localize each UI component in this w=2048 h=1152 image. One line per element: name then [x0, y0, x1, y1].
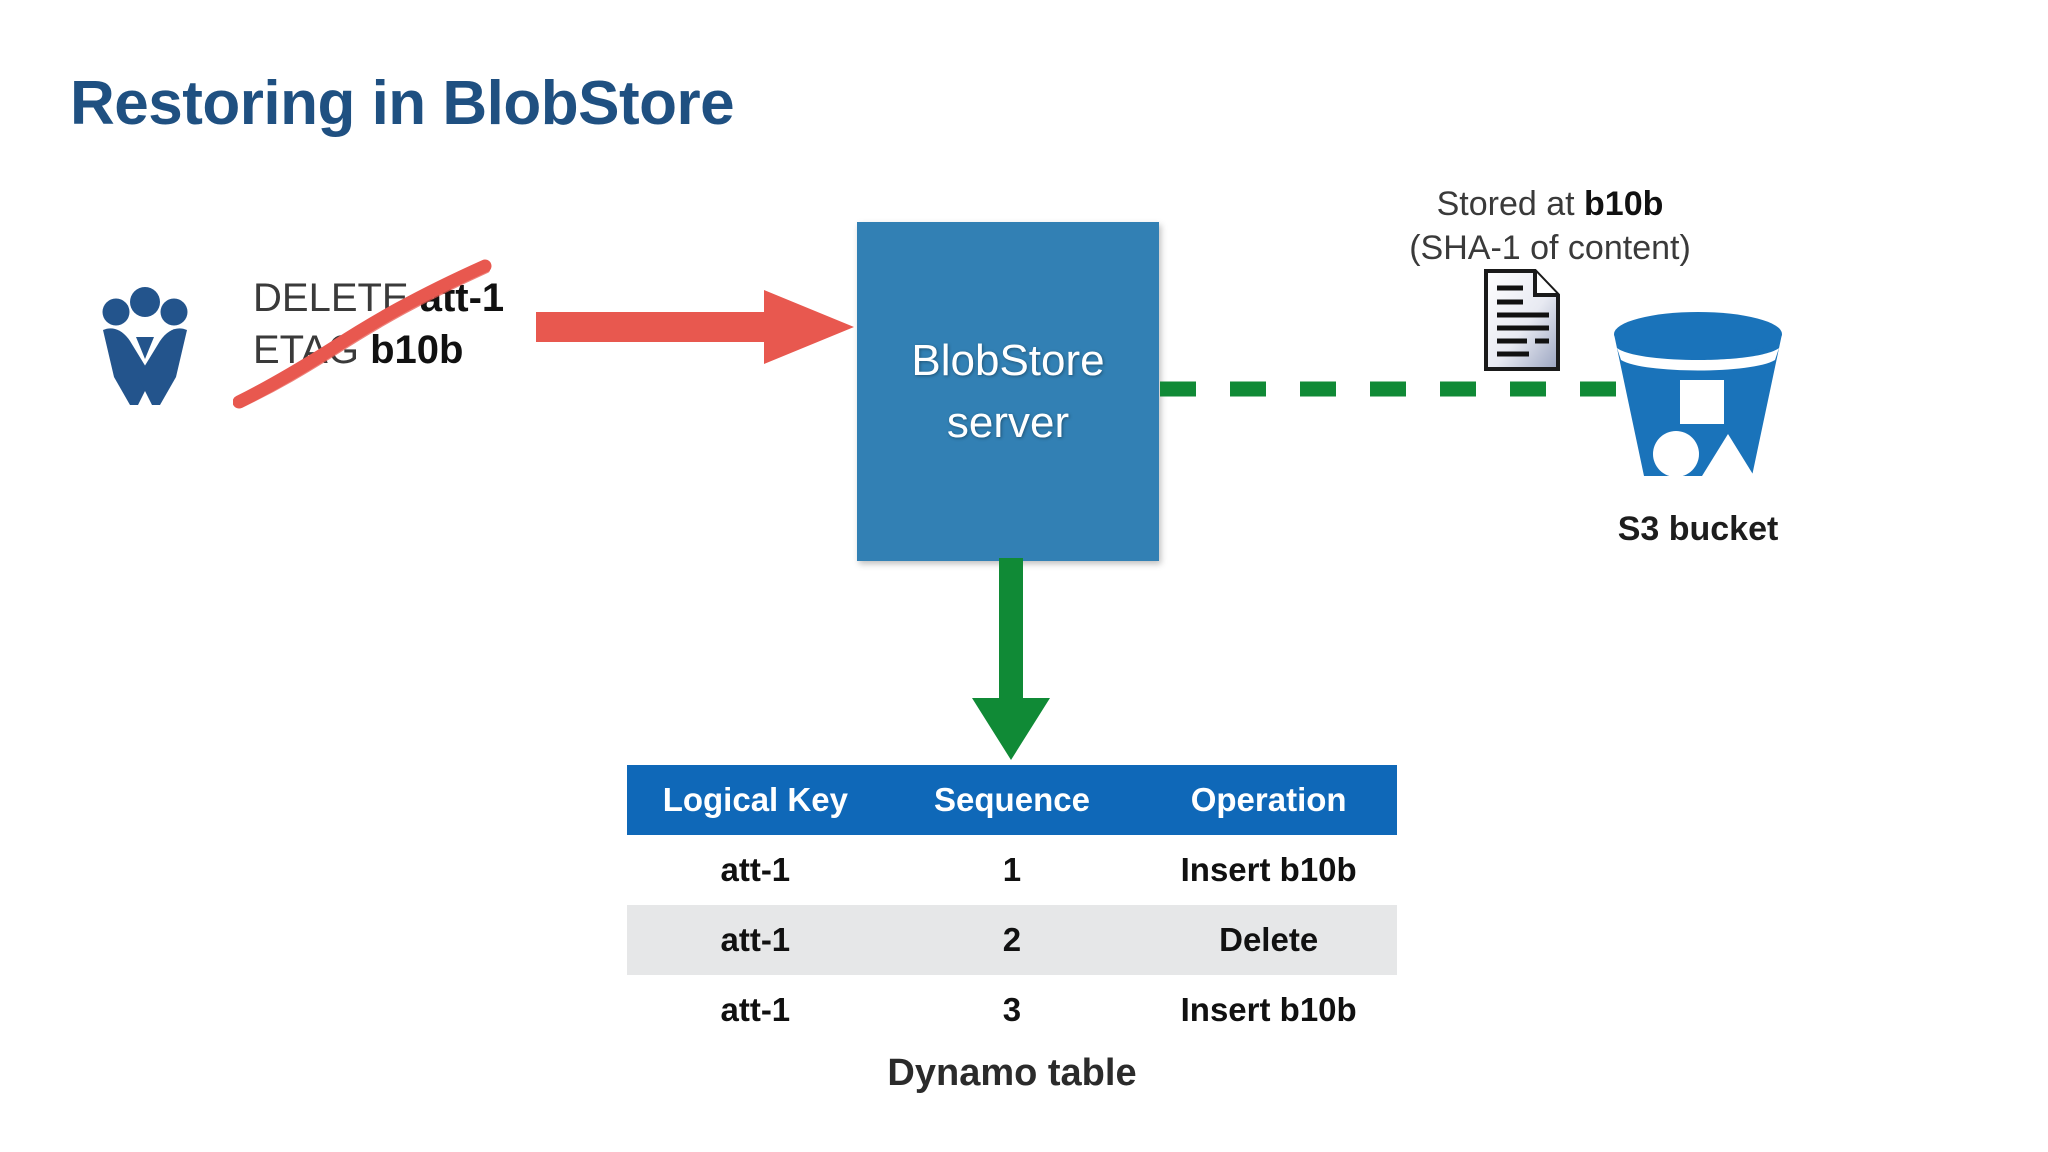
stored-at-line1: Stored at b10b	[1355, 182, 1745, 226]
cell-sequence: 1	[1002, 851, 1022, 888]
cell-operation: Delete	[1140, 905, 1397, 975]
dynamo-table: Logical Key Sequence Operation att-1 1 I…	[627, 765, 1397, 1045]
s3-bucket-label: S3 bucket	[1617, 510, 1779, 548]
page-title: Restoring in BlobStore	[70, 69, 735, 138]
stored-at-value: b10b	[1584, 185, 1664, 223]
cell-operation: Insert b10b	[1180, 991, 1357, 1028]
table-row: att-1 2 Delete	[627, 905, 1397, 975]
request-line-delete: DELETE att-1	[253, 272, 543, 324]
cell-operation: Insert b10b	[1180, 851, 1357, 888]
table-row: att-1 3 Insert b10b	[627, 975, 1397, 1045]
blobstore-server-node: BlobStore server	[857, 222, 1159, 561]
document-file-icon	[1483, 268, 1563, 372]
cell-sequence: 3	[1002, 991, 1022, 1028]
dynamo-table-caption: Dynamo table	[887, 1052, 1137, 1094]
stored-at-caption: Stored at b10b (SHA-1 of content)	[1355, 182, 1745, 270]
cell-logical-key: att-1	[720, 851, 791, 888]
request-delete-value: att-1	[419, 276, 505, 320]
request-arrow	[536, 288, 856, 366]
request-annotation: DELETE att-1 ETAG b10b	[233, 259, 543, 409]
request-etag-value: b10b	[370, 328, 464, 372]
request-etag-prefix: ETAG	[253, 328, 371, 372]
cell-logical-key: att-1	[627, 905, 884, 975]
request-line-etag: ETAG b10b	[253, 324, 543, 376]
column-header-sequence: Sequence	[883, 765, 1141, 835]
column-header-operation: Operation	[1140, 765, 1397, 835]
cell-logical-key: att-1	[720, 991, 791, 1028]
cell-sequence: 2	[883, 905, 1141, 975]
column-header-logical-key: Logical Key	[627, 765, 884, 835]
log-arrow	[968, 558, 1054, 762]
stored-at-line2: (SHA-1 of content)	[1409, 229, 1691, 267]
stored-at-prefix: Stored at	[1436, 185, 1585, 223]
s3-bucket-icon	[1608, 308, 1788, 490]
store-connector-dashed	[1160, 381, 1622, 397]
table-row: att-1 1 Insert b10b	[627, 835, 1397, 905]
table-header-row: Logical Key Sequence Operation	[627, 765, 1397, 835]
blobstore-server-label: BlobStore server	[911, 335, 1105, 447]
people-group-icon	[100, 285, 190, 410]
request-delete-prefix: DELETE	[253, 276, 420, 320]
